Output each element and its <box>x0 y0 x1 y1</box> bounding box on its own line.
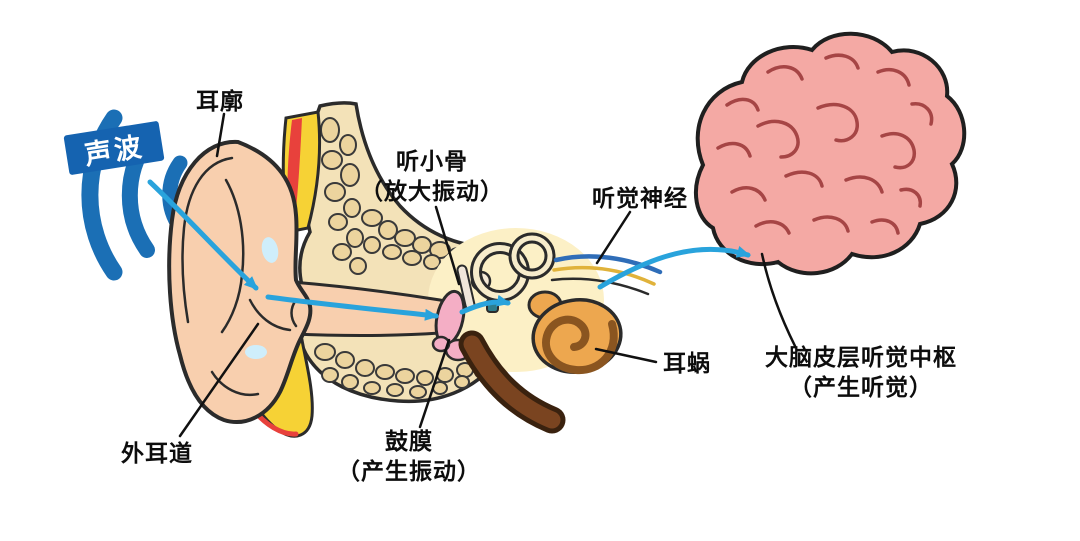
cochlea-spiral <box>542 315 618 375</box>
ossicles-label-line1: 听小骨 <box>396 148 468 174</box>
auricle-pinna <box>167 139 313 424</box>
brain-folds <box>716 53 934 235</box>
bone-texture <box>314 117 490 399</box>
auricle-pointer <box>215 112 226 158</box>
cochlea-pointer <box>594 347 658 364</box>
eardrum-pointer <box>418 338 451 429</box>
inner-ear <box>470 232 663 375</box>
ear-canal-label: 外耳道 <box>121 440 193 466</box>
eardrum-label: 鼓膜 （产生振动） <box>324 426 494 486</box>
label-pointer-lines <box>178 112 797 438</box>
pinna-highlight <box>261 237 279 263</box>
cortex-label-line1: 大脑皮层听觉中枢 <box>765 344 957 370</box>
eardrum-label-line1: 鼓膜 <box>385 428 433 454</box>
arrow-through-ossicles <box>459 294 511 315</box>
ossicles-label-line2: （放大振动） <box>360 178 504 204</box>
auditory-nerve-label: 听觉神经 <box>592 185 688 211</box>
cochlea-label: 耳蜗 <box>663 350 711 376</box>
nerve-pointer <box>595 210 632 265</box>
canal-pointer <box>178 322 260 438</box>
eustachian-tube <box>458 330 566 434</box>
arrow-nerve-to-brain <box>597 245 751 290</box>
cortex-label: 大脑皮层听觉中枢 （产生听觉） <box>746 342 976 402</box>
ossicles-label: 听小骨 （放大振动） <box>337 146 527 206</box>
eardrum-label-line2: （产生振动） <box>337 458 481 484</box>
sound-path-arrows <box>147 179 751 321</box>
arrow-through-canal <box>265 294 439 321</box>
ossicles-pointer <box>434 205 461 286</box>
auricle-label: 耳廓 <box>196 88 244 114</box>
arrow-wave-to-canal <box>147 179 259 291</box>
auditory-nerve-fibers <box>550 254 663 296</box>
cortex-pointer <box>760 252 797 348</box>
brain <box>694 31 967 276</box>
cortex-label-line2: （产生听觉） <box>789 374 933 400</box>
lobe-highlight <box>245 345 267 359</box>
